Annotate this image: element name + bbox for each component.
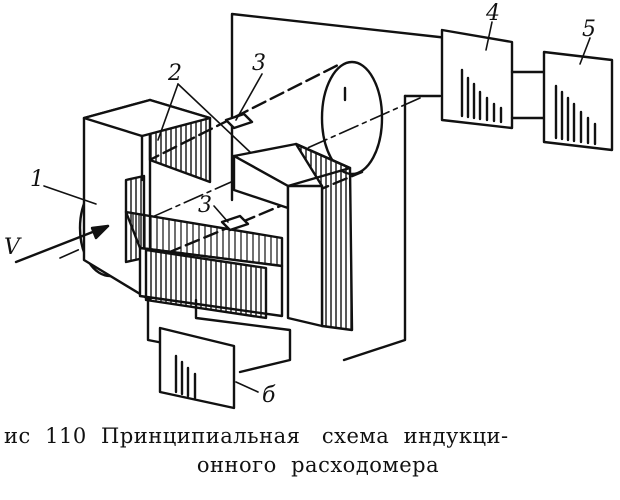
recorder-5 [542, 50, 614, 152]
circuit-wire-top [230, 12, 450, 362]
figure-caption-line-2: онного расходомера [196, 453, 440, 477]
connection-wires-4-5 [510, 70, 546, 120]
label-device-6: б [262, 383, 276, 408]
label-magnet-core: 1 [30, 167, 44, 192]
measuring-device-6 [158, 326, 236, 410]
label-electrode-top: 3 [252, 51, 266, 76]
callout-leaders [43, 21, 591, 393]
electrode-bottom-3 [220, 214, 250, 232]
label-electrode-bottom: 3 [198, 193, 212, 218]
flow-arrow [14, 224, 110, 264]
label-device-4: 4 [485, 1, 500, 26]
magnet-pole-right [232, 142, 354, 332]
measuring-device-4 [440, 28, 514, 130]
label-magnet-poles: 2 [167, 61, 182, 86]
figure-caption-line-1: ис 110 Принципиальная схема индукци- [4, 424, 509, 448]
label-recorder-5: 5 [582, 17, 596, 42]
magnet-yoke-bottom [124, 210, 284, 320]
label-flow-velocity: V [4, 235, 22, 260]
